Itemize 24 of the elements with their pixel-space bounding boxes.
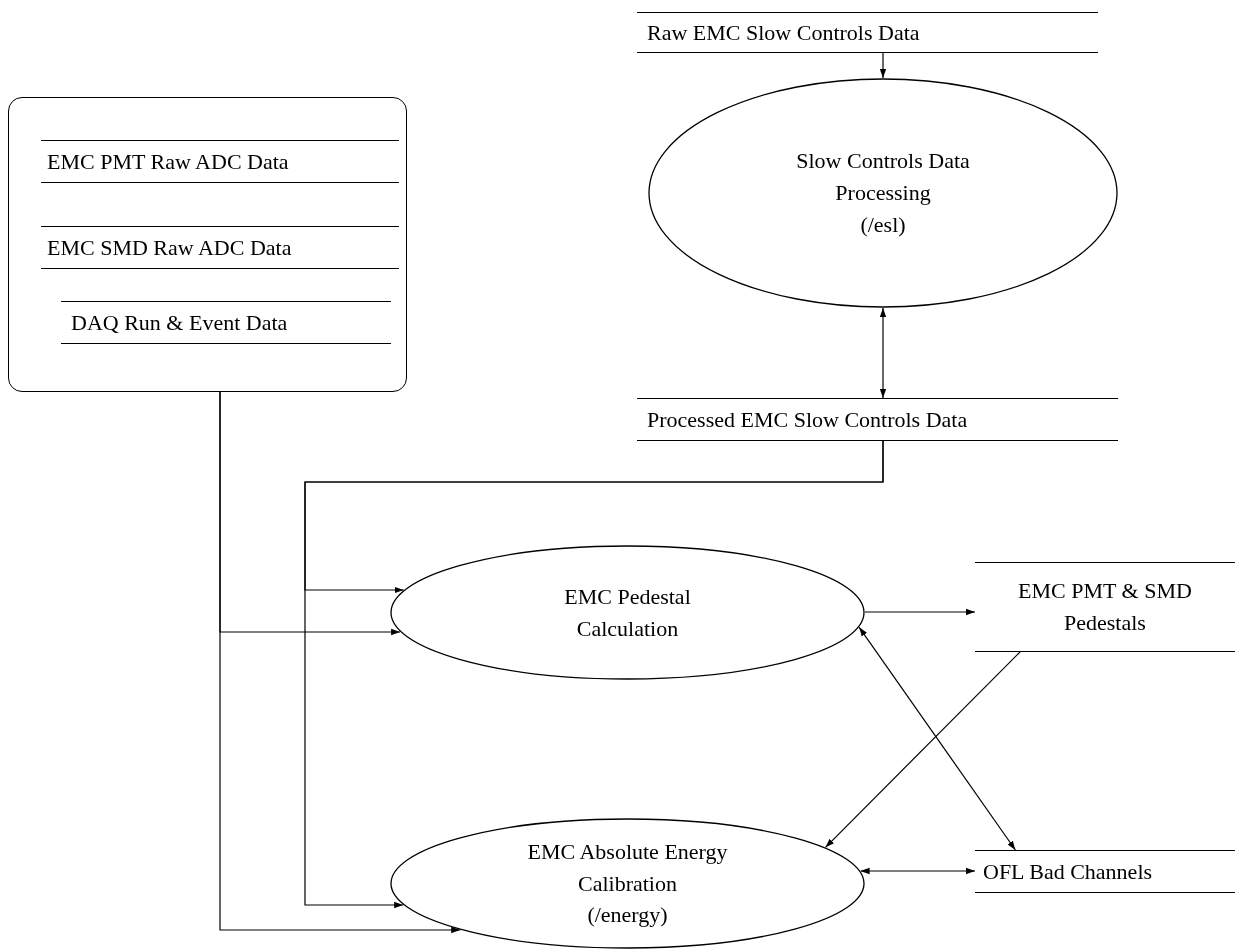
node-label: EMC PMT Raw ADC Data [47, 147, 289, 176]
node-label: (/energy) [587, 901, 668, 930]
arrow [219, 391, 461, 934]
arrow [860, 867, 976, 875]
arrow [864, 608, 976, 616]
node-label: OFL Bad Channels [983, 857, 1153, 886]
node-label: EMC PMT & SMD Pedestals [1017, 577, 1193, 637]
group-box [8, 97, 407, 392]
node-label: (/esl) [860, 210, 906, 239]
node-label: Raw EMC Slow Controls Data [647, 18, 920, 47]
process-ellipse [390, 818, 865, 949]
arrow [879, 52, 887, 79]
node-label: DAQ Run & Event Data [71, 308, 288, 337]
process-ellipse [648, 78, 1118, 308]
process-ellipse [390, 545, 865, 680]
arrow [824, 651, 1021, 848]
node-label: EMC Pedestal Calculation [563, 582, 692, 643]
node-label: EMC SMD Raw ADC Data [47, 233, 292, 262]
arrow [879, 307, 887, 399]
node-label: Slow Controls Data Processing [795, 147, 971, 208]
node-label: EMC Absolute Energy Calibration [526, 837, 729, 898]
arrow [304, 440, 884, 909]
arrow [858, 626, 1016, 851]
node-label: Processed EMC Slow Controls Data [647, 405, 968, 434]
